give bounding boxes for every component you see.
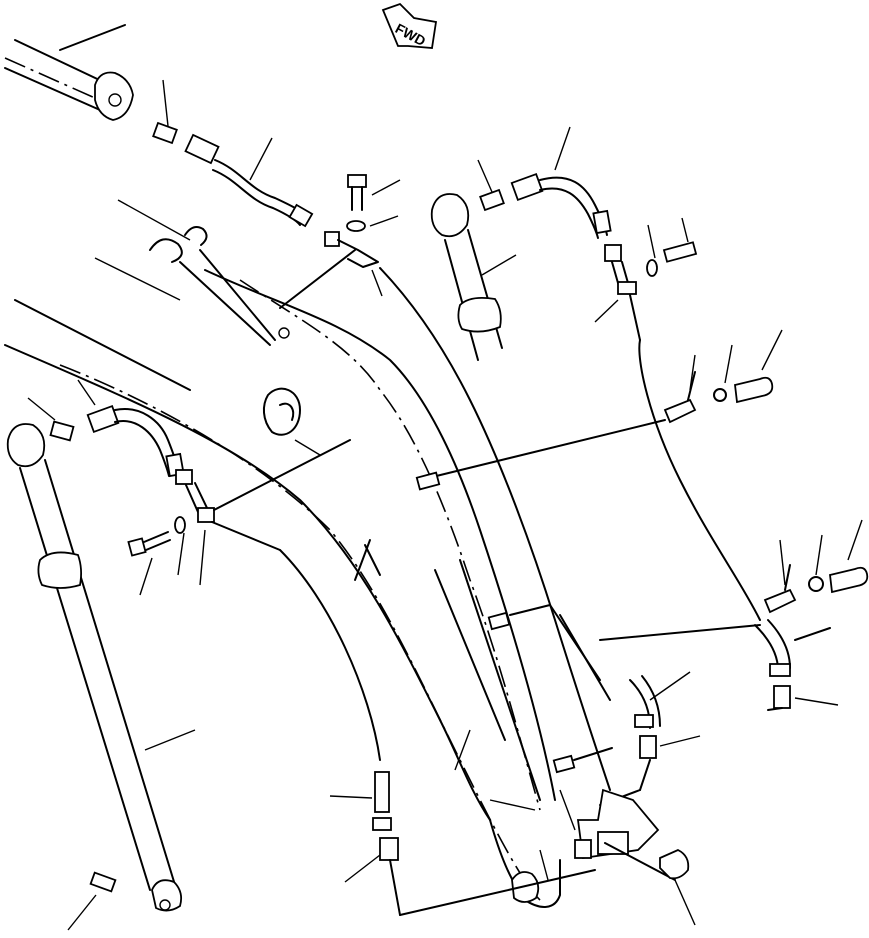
bottom-junction-block bbox=[574, 788, 696, 926]
right-upper-tee-fitting bbox=[594, 217, 761, 621]
upper-left-fitting bbox=[152, 79, 178, 145]
boom-pin-bracket bbox=[94, 199, 276, 346]
left-lower-pipe bbox=[329, 771, 401, 916]
right-lower-pipe-fitting bbox=[599, 519, 869, 641]
left-upper-hose bbox=[77, 379, 185, 478]
leader-lines bbox=[454, 729, 576, 881]
left-tee-fitting bbox=[175, 439, 381, 761]
right-upper-hose bbox=[510, 126, 612, 239]
upper-boom-section bbox=[4, 24, 134, 121]
fwd-direction-arrow: FWD bbox=[381, 2, 438, 49]
left-bolt-and-washer bbox=[127, 516, 186, 596]
boom-foot bbox=[399, 819, 596, 916]
top-bolt-and-clamp bbox=[278, 174, 401, 339]
main-boom-outline bbox=[4, 267, 611, 901]
middle-pipe-run bbox=[487, 604, 701, 806]
boom-pin-boss bbox=[262, 387, 321, 456]
right-upper-cylinder bbox=[430, 159, 517, 361]
left-upper-fitting bbox=[49, 420, 75, 442]
right-lower-straight-fitting bbox=[767, 685, 839, 711]
right-middle-pipe-fitting bbox=[415, 329, 783, 491]
left-cylinder bbox=[6, 397, 196, 931]
upper-left-hose bbox=[184, 133, 314, 228]
right-bent-pipe bbox=[754, 619, 791, 677]
